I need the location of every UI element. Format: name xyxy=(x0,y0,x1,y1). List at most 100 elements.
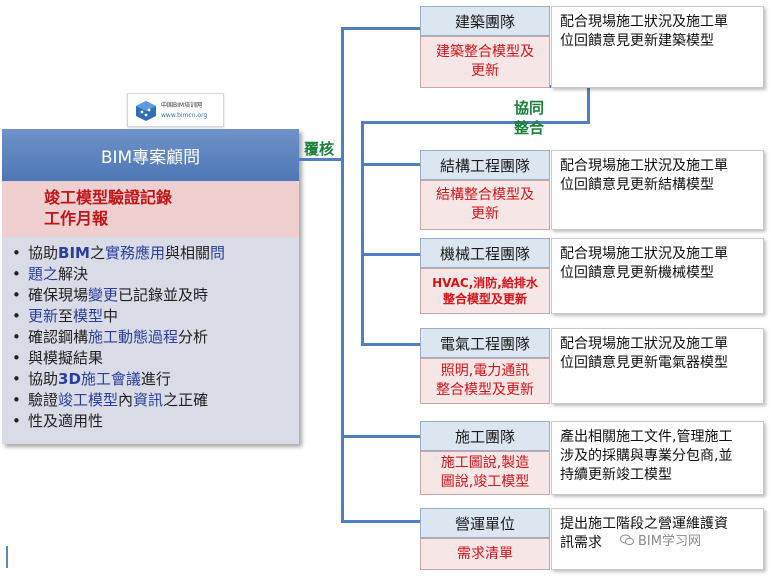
team-operation-model: 需求清單 xyxy=(420,538,550,570)
team-architecture-model: 建築整合模型及更新 xyxy=(420,36,550,88)
logo-text-url: www.bimcn.org xyxy=(161,112,208,119)
model-line: 更新 xyxy=(471,63,499,79)
connector-branch-electrical xyxy=(361,343,423,346)
watermark-text: BIM学习网 xyxy=(638,534,701,549)
text: 與模擬結果 xyxy=(28,349,104,367)
model-line: 施工圖說,製造 xyxy=(440,455,530,471)
team-mechanical-description: 配合現場施工狀況及施工單 位回饋意見更新機械模型 xyxy=(551,238,764,314)
duty-item: 協助3D施工會議進行 xyxy=(12,369,291,390)
desc-line: 配合現場施工狀況及施工單 xyxy=(560,14,728,30)
text-hl: 施工會議 xyxy=(80,370,141,388)
text: 性及適用性 xyxy=(28,412,104,430)
team-mechanical-name: 機械工程團隊 xyxy=(420,238,550,268)
duty-item: 確保現場變更已記錄並及時 xyxy=(12,285,291,306)
team-operation-name: 營運單位 xyxy=(420,508,550,538)
connector-branch-structure xyxy=(361,163,423,166)
team-mechanical-model: HVAC,消防,給排水整合模型及更新 xyxy=(420,268,550,314)
team-architecture-description: 配合現場施工狀況及施工單 位回饋意見更新建築模型 xyxy=(551,6,764,88)
team-electrical-model: 照明,電力通訊整合模型及更新 xyxy=(420,358,550,404)
team-construction-model: 施工圖說,製造圖說,竣工模型 xyxy=(420,451,550,495)
text: 解決 xyxy=(58,265,89,283)
wechat-icon xyxy=(620,534,634,545)
bim-training-logo: 中国BIM培训网 www.bimcn.org xyxy=(127,93,224,127)
consultant-panel: BIM專案顧問 竣工模型驗證記錄 工作月報 協助BIM之實務應用與相關問 題之解… xyxy=(2,129,299,444)
text: 驗證 xyxy=(28,391,59,409)
consultant-duties-list: 協助BIM之實務應用與相關問 題之解決 確保現場變更已記錄並及時 更新至模型中 … xyxy=(2,237,299,432)
team-electrical-description: 配合現場施工狀況及施工單 位回饋意見更新電氣器模型 xyxy=(551,328,764,404)
desc-line: 位回饋意見更新結構模型 xyxy=(560,177,714,193)
connector-main-horizontal xyxy=(299,158,343,161)
text-hl: BIM xyxy=(58,244,90,262)
team-construction-name: 施工團隊 xyxy=(420,421,550,451)
text: 與相關 xyxy=(165,244,211,262)
connector-trunk-vertical xyxy=(341,27,344,523)
desc-line: 提出施工階段之營運維護資 xyxy=(560,516,728,532)
model-line: 結構整合模型及 xyxy=(436,187,534,203)
text: 確保現場 xyxy=(28,286,89,304)
connector-branch-operation xyxy=(341,520,423,523)
desc-line: 涉及的採購與專業分包商,並 xyxy=(560,448,733,464)
logo-text-cn: 中国BIM培训网 xyxy=(161,102,203,109)
desc-line: 配合現場施工狀況及施工單 xyxy=(560,158,728,174)
text: 確認鋼構 xyxy=(28,328,89,346)
desc-line: 產出相關施工文件,管理施工 xyxy=(560,429,733,445)
duty-item-cont: 更新至模型中 xyxy=(12,306,291,327)
duty-item: 驗證竣工模型內資訊之正確 xyxy=(12,390,291,411)
connector-branch-architecture xyxy=(341,27,423,30)
team-architecture-name: 建築團隊 xyxy=(420,6,550,36)
text-hl: 資訊 xyxy=(133,391,164,409)
text: 協助 xyxy=(28,244,59,262)
team-structure-description: 配合現場施工狀況及施工單 位回饋意見更新結構模型 xyxy=(551,150,764,230)
team-electrical-name: 電氣工程團隊 xyxy=(420,328,550,358)
desc-line: 持續更新竣工模型 xyxy=(560,467,672,483)
duty-item-cont: 性及適用性 xyxy=(12,411,291,432)
model-line: 整合模型及更新 xyxy=(442,292,527,306)
corner-accent-bar xyxy=(6,546,8,568)
text-hl: 更新 xyxy=(28,307,59,325)
model-line: 整合模型及更新 xyxy=(436,382,534,398)
text-hl: 模型 xyxy=(73,307,104,325)
subtitle-line-1: 竣工模型驗證記錄 xyxy=(44,188,173,207)
connector-sub-trunk xyxy=(361,121,364,346)
duty-item-cont: 題之解決 xyxy=(12,264,291,285)
text: 之 xyxy=(89,244,105,262)
team-construction-description: 產出相關施工文件,管理施工 涉及的採購與專業分包商,並 持續更新竣工模型 xyxy=(551,421,764,495)
review-label: 覆核 xyxy=(304,140,335,158)
text-hl: 題之 xyxy=(28,265,59,283)
team-structure-model: 結構整合模型及更新 xyxy=(420,180,550,230)
team-structure-name: 結構工程團隊 xyxy=(420,150,550,180)
consultant-subtitle: 竣工模型驗證記錄 工作月報 xyxy=(2,181,299,237)
text: 中 xyxy=(103,307,119,325)
text: 分析 xyxy=(178,328,209,346)
model-line: 圖說,竣工模型 xyxy=(440,474,530,490)
text-hl: 實務應用 xyxy=(104,244,165,262)
connector-branch-construction xyxy=(341,435,423,438)
text-hl: 施工動態過程 xyxy=(88,328,179,346)
desc-line: 位回饋意見更新機械模型 xyxy=(560,265,714,281)
desc-line: 配合現場施工狀況及施工單 xyxy=(560,336,728,352)
text: 之正確 xyxy=(163,391,209,409)
coordination-line-1: 協同 xyxy=(514,99,545,117)
team-operation-description: 提出施工階段之營運維護資 訊需求 xyxy=(551,508,764,570)
watermark: BIM学习网 xyxy=(620,530,701,549)
text: 協助 xyxy=(28,370,59,388)
text: 進行 xyxy=(140,370,171,388)
text-hl: 竣工模型 xyxy=(58,391,119,409)
model-line: HVAC,消防,給排水 xyxy=(432,276,538,290)
text: 內 xyxy=(118,391,134,409)
coordination-line-2: 整合 xyxy=(514,119,545,137)
text-hl: 問 xyxy=(210,244,226,262)
duty-item: 協助BIM之實務應用與相關問 xyxy=(12,243,291,264)
cube-logo-icon xyxy=(136,101,156,121)
duty-item: 確認鋼構施工動態過程分析 xyxy=(12,327,291,348)
connector-coord-down xyxy=(587,85,590,123)
duty-item-cont: 與模擬結果 xyxy=(12,348,291,369)
desc-line: 訊需求 xyxy=(560,535,602,551)
connector-branch-mechanical xyxy=(361,253,423,256)
connector-coord-horizontal xyxy=(361,121,590,124)
text: 已記錄並及時 xyxy=(118,286,209,304)
text-hl: 3D xyxy=(58,370,81,388)
text-hl: 變更 xyxy=(88,286,119,304)
desc-line: 位回饋意見更新電氣器模型 xyxy=(560,355,728,371)
desc-line: 位回饋意見更新建築模型 xyxy=(560,33,714,49)
